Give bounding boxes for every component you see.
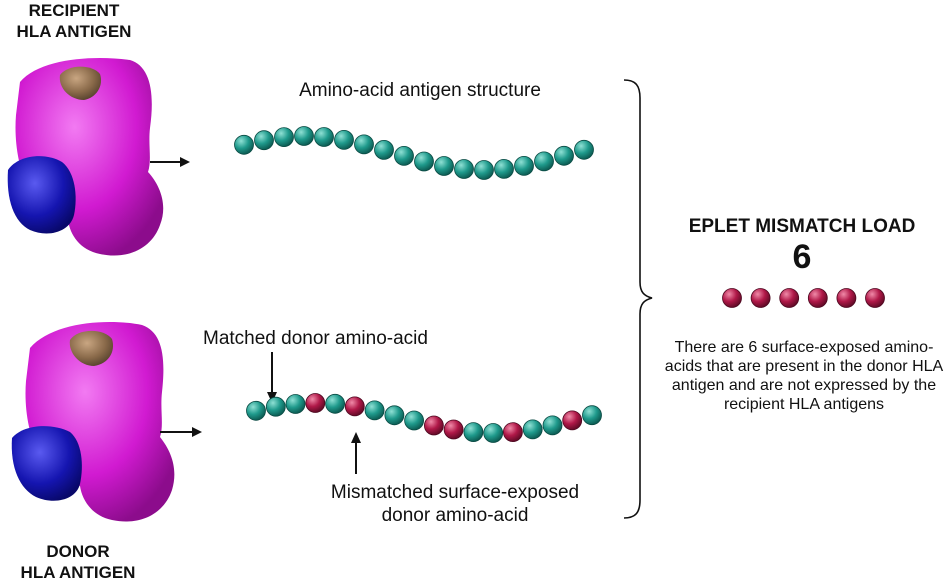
donor-matched-bead: [582, 405, 602, 426]
eplet-bead: [836, 288, 857, 308]
donor-matched-bead: [265, 396, 286, 417]
eplet-bead: [750, 288, 771, 308]
recipient-matched-bead: [394, 145, 414, 166]
donor-matched-bead: [246, 400, 266, 421]
recipient-matched-bead: [454, 159, 474, 179]
eplet-load-title: EPLET MISMATCH LOAD: [688, 216, 916, 237]
matched-amino-acid-label: Matched donor amino-acid: [203, 328, 428, 349]
donor-title-line2: HLA ANTIGEN: [20, 563, 136, 582]
recipient-matched-bead: [514, 155, 534, 176]
donor-mismatched-bead: [305, 393, 326, 413]
recipient-matched-bead: [554, 145, 574, 166]
recipient-matched-bead: [354, 134, 374, 155]
donor-amino-acid-chain: [246, 393, 602, 443]
recipient-matched-bead: [494, 158, 514, 179]
matched-pointer-arrow: [267, 352, 277, 403]
mismatch-label-line2: donor amino-acid: [381, 505, 529, 526]
recipient-hla-title: RECIPIENT HLA ANTIGEN: [0, 0, 148, 42]
donor-matched-bead: [542, 415, 563, 436]
eplet-bead-row: [722, 288, 885, 308]
eplet-bead: [779, 288, 800, 308]
mismatch-pointer-arrow: [351, 432, 361, 474]
eplet-load-value: 6: [792, 238, 812, 276]
donor-matched-bead: [364, 400, 385, 421]
recipient-hla-protein-image: [7, 57, 164, 256]
eplet-bead: [722, 288, 742, 308]
recipient-matched-bead: [434, 156, 454, 176]
recipient-arrow: [150, 157, 190, 167]
recipient-matched-bead: [534, 151, 554, 172]
recipient-matched-bead: [274, 127, 294, 148]
structure-title: Amino-acid antigen structure: [299, 80, 541, 101]
donor-title-line1: DONOR: [46, 542, 110, 561]
donor-matched-bead: [325, 393, 346, 414]
donor-matched-bead: [483, 423, 504, 443]
recipient-amino-acid-chain: [234, 126, 594, 180]
donor-matched-bead: [522, 419, 543, 440]
donor-mismatched-bead: [344, 396, 365, 417]
donor-matched-bead: [463, 422, 484, 443]
donor-mismatched-bead: [443, 419, 464, 440]
eplet-bead: [865, 288, 885, 308]
donor-arrow: [160, 427, 202, 437]
donor-matched-bead: [384, 405, 405, 426]
recipient-matched-bead: [314, 127, 334, 147]
donor-matched-bead: [404, 410, 425, 431]
recipient-matched-bead: [294, 126, 314, 146]
recipient-matched-bead: [574, 139, 594, 160]
recipient-matched-bead: [374, 139, 394, 160]
grouping-brace: [623, 79, 653, 519]
eplet-load-description: There are 6 surface-exposed amino-acids …: [664, 339, 944, 413]
recipient-matched-bead: [234, 134, 254, 155]
mismatched-amino-acid-label: Mismatched surface-exposed donor amino-a…: [290, 481, 620, 527]
donor-matched-bead: [285, 394, 306, 414]
donor-hla-title: DONOR HLA ANTIGEN: [0, 541, 156, 583]
recipient-matched-bead: [254, 130, 274, 151]
recipient-matched-bead: [334, 129, 354, 150]
donor-mismatched-bead: [562, 410, 583, 431]
recipient-matched-bead: [474, 160, 494, 180]
mismatch-label-line1: Mismatched surface-exposed: [330, 482, 580, 503]
recipient-title-line2: HLA ANTIGEN: [16, 22, 132, 41]
eplet-bead: [807, 288, 828, 308]
donor-mismatched-bead: [423, 415, 444, 436]
donor-hla-protein-image: [11, 321, 175, 522]
donor-mismatched-bead: [503, 422, 523, 443]
recipient-matched-bead: [414, 151, 434, 172]
recipient-title-line1: RECIPIENT: [28, 1, 120, 20]
